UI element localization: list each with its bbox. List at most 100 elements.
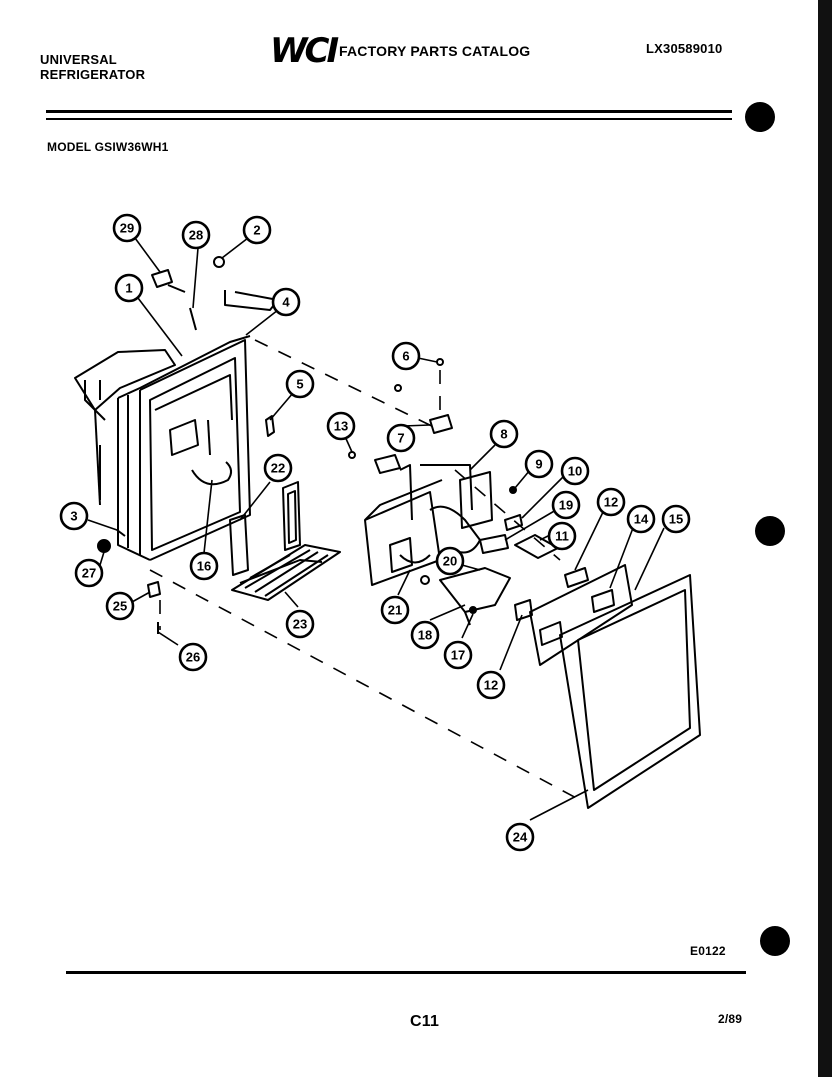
callout-24: 24 (505, 822, 535, 852)
clip-part (265, 415, 275, 437)
svg-text:21: 21 (388, 603, 402, 618)
callout-17: 17 (443, 640, 473, 670)
control-panel (514, 564, 633, 666)
binder-hole-middle (755, 516, 785, 546)
callout-12-upper: 12 (596, 487, 626, 517)
callout-group: 29 28 2 1 4 5 6 7 8 9 10 19 11 12 14 15 … (59, 213, 691, 852)
callout-12-lower: 12 (476, 670, 506, 700)
svg-text:12: 12 (484, 678, 498, 693)
brand-line-2: REFRIGERATOR (40, 67, 146, 82)
callout-29: 29 (112, 213, 142, 243)
callout-5: 5 (285, 369, 315, 399)
brand-line-1: UNIVERSAL (40, 52, 117, 67)
wci-logo: WCI (270, 31, 339, 71)
catalog-title: FACTORY PARTS CATALOG (339, 43, 531, 59)
nut-part (213, 256, 225, 268)
header-rule-lower (46, 118, 732, 120)
svg-text:1: 1 (125, 281, 132, 296)
assembly-guide-lines (149, 339, 581, 801)
figure-code: E0122 (690, 944, 726, 958)
svg-text:20: 20 (443, 554, 457, 569)
bracket-part (147, 581, 161, 598)
svg-text:10: 10 (568, 464, 582, 479)
callout-15: 15 (661, 504, 691, 534)
callout-23: 23 (285, 609, 315, 639)
callout-4: 4 (271, 287, 301, 317)
svg-text:8: 8 (500, 427, 507, 442)
header-rule-upper (46, 110, 732, 113)
callout-16: 16 (189, 551, 219, 581)
actuator-assembly (364, 464, 493, 586)
dispenser-frame (559, 574, 701, 809)
svg-text:18: 18 (418, 628, 432, 643)
svg-text:17: 17 (451, 648, 465, 663)
svg-text:27: 27 (82, 566, 96, 581)
callout-10: 10 (560, 456, 590, 486)
callout-6: 6 (391, 341, 421, 371)
svg-text:2: 2 (253, 223, 260, 238)
svg-text:26: 26 (186, 650, 200, 665)
callout-3: 3 (59, 501, 89, 531)
callout-8: 8 (489, 419, 519, 449)
page-code: C11 (410, 1013, 440, 1030)
callout-9: 9 (524, 449, 554, 479)
lever-part (504, 514, 523, 531)
svg-text:13: 13 (334, 419, 348, 434)
exploded-parts-diagram: 29 28 2 1 4 5 6 7 8 9 10 19 11 12 14 15 … (59, 213, 701, 852)
screw-13-part (348, 451, 356, 459)
spring-part (479, 534, 509, 554)
binder-hole-top (745, 102, 775, 132)
trim-strip-part (229, 514, 249, 576)
callout-11: 11 (547, 521, 577, 551)
callout-28: 28 (181, 220, 211, 250)
svg-text:29: 29 (120, 221, 134, 236)
binder-hole-bottom (760, 926, 790, 956)
svg-text:12: 12 (604, 495, 618, 510)
date-code: 2/89 (718, 1012, 743, 1026)
pin-17-part (469, 606, 477, 614)
svg-text:28: 28 (189, 228, 203, 243)
svg-text:11: 11 (555, 529, 569, 544)
callout-13: 13 (326, 411, 356, 441)
page-edge-shadow (818, 0, 832, 1077)
svg-text:25: 25 (113, 599, 127, 614)
callout-26: 26 (178, 642, 208, 672)
callout-18: 18 (410, 620, 440, 650)
svg-text:19: 19 (559, 498, 573, 513)
drip-tray-grille (231, 544, 341, 601)
screw-21-part (420, 575, 430, 585)
svg-text:5: 5 (296, 377, 303, 392)
svg-text:24: 24 (513, 830, 528, 845)
switch-part (151, 269, 186, 293)
svg-text:16: 16 (197, 559, 211, 574)
hinge-pin-part (116, 529, 126, 537)
callout-27: 27 (74, 558, 104, 588)
callout-22: 22 (263, 453, 293, 483)
screw-upper-part (436, 358, 444, 366)
footer-rule (66, 971, 746, 974)
svg-text:9: 9 (535, 457, 542, 472)
side-trim-part (282, 481, 301, 551)
bushing-part (97, 539, 111, 553)
screw-9-part (509, 486, 517, 494)
svg-text:6: 6 (402, 349, 409, 364)
svg-text:4: 4 (282, 295, 290, 310)
svg-text:22: 22 (271, 461, 285, 476)
svg-text:23: 23 (293, 617, 307, 632)
callout-21: 21 (380, 595, 410, 625)
svg-text:7: 7 (397, 431, 404, 446)
callout-14: 14 (626, 504, 656, 534)
callout-25: 25 (105, 591, 135, 621)
callout-2: 2 (242, 215, 272, 245)
svg-text:3: 3 (70, 509, 77, 524)
callout-leaders (87, 237, 665, 821)
callout-1: 1 (114, 273, 144, 303)
callout-19: 19 (551, 490, 581, 520)
dispenser-housing (74, 290, 279, 561)
svg-text:14: 14 (634, 512, 649, 527)
svg-text:15: 15 (669, 512, 683, 527)
mount-bracket-part (429, 414, 453, 434)
screw-small-part (394, 384, 402, 392)
callout-7: 7 (386, 423, 416, 453)
